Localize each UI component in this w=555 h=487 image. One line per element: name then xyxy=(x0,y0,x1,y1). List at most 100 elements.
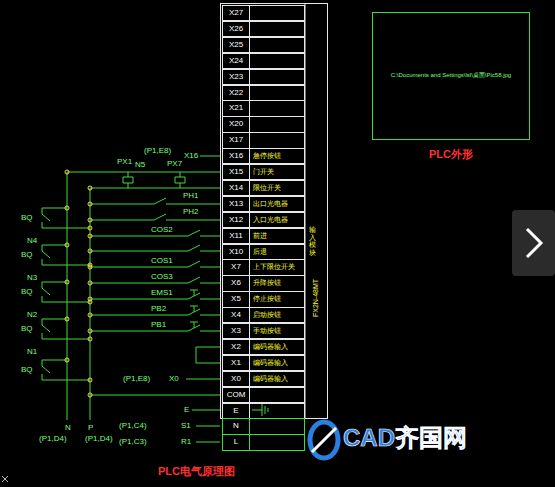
component-label: N1 xyxy=(26,347,38,357)
wire xyxy=(90,188,220,189)
terminal-name: X1 xyxy=(223,356,250,370)
module-name: 输入模块 xyxy=(309,226,316,257)
component-label: X0 xyxy=(168,374,180,384)
caption: PLC电气原理图 xyxy=(158,464,235,479)
component-label: PB2 xyxy=(150,304,167,314)
component-label: COS3 xyxy=(150,272,174,282)
terminal-name: L xyxy=(223,435,250,449)
component-label: PB1 xyxy=(150,320,167,330)
junction-dot xyxy=(88,281,92,285)
signal-name: 编码器输入 xyxy=(250,356,304,370)
terminal-name: X21 xyxy=(223,101,250,115)
signal-name: 升降按钮 xyxy=(250,276,304,290)
component-label: (P1,E8) xyxy=(143,146,172,156)
signal-name: 前进 xyxy=(250,229,304,243)
terminal-name: X3 xyxy=(223,324,250,338)
component-label: E xyxy=(183,405,190,415)
terminal-name: X13 xyxy=(223,197,250,211)
signal-name: 后退 xyxy=(250,245,304,259)
component-label: R1 xyxy=(180,437,192,447)
terminal-cell: X6升降按钮 xyxy=(222,275,305,291)
wire xyxy=(42,360,90,380)
component-label: S1 xyxy=(180,421,192,431)
wire xyxy=(42,282,90,302)
terminal-cell: N xyxy=(222,418,305,434)
terminal-cell: X2编码器输入 xyxy=(222,339,305,355)
terminal-cell: X13出口光电器 xyxy=(222,196,305,212)
terminal-name: X10 xyxy=(223,245,250,259)
signal-name: 手动按钮 xyxy=(250,324,304,338)
cursor-mark xyxy=(2,476,8,482)
wire xyxy=(200,156,220,157)
component-label: BQ xyxy=(20,213,34,223)
component-label: BQ xyxy=(20,250,34,260)
signal-name: 门开关 xyxy=(250,165,304,179)
junction-dot xyxy=(65,243,69,247)
junction-dot xyxy=(88,226,92,230)
junction-dot xyxy=(88,218,92,222)
terminal-cell: L xyxy=(222,434,305,450)
terminal-cell: X20 xyxy=(222,116,305,132)
signal-name: 入口光电器 xyxy=(250,213,304,227)
terminal-cell: X22 xyxy=(222,85,305,101)
terminal-cell: X16急停按钮 xyxy=(222,148,305,164)
component-label: BQ xyxy=(20,324,34,334)
terminal-cell: X12入口光电器 xyxy=(222,212,305,228)
terminal-cell: E xyxy=(222,403,305,419)
junction-dot xyxy=(65,170,69,174)
wire xyxy=(175,172,185,188)
terminal-cell: X3手动按钮 xyxy=(222,323,305,339)
terminal-name: X26 xyxy=(223,22,250,36)
frame-heading: PLC外形 xyxy=(373,147,529,162)
signal-name: 上下限位开关 xyxy=(250,260,304,274)
terminal-name: X27 xyxy=(223,6,250,20)
model-number: FX2N-48MT xyxy=(312,279,319,317)
wire xyxy=(42,319,90,339)
wire xyxy=(67,172,220,173)
junction-dot xyxy=(88,263,92,267)
wire xyxy=(123,172,133,188)
wire xyxy=(90,198,220,204)
wire xyxy=(196,426,220,427)
terminal-name: X11 xyxy=(223,229,250,243)
next-button xyxy=(512,210,555,276)
chevron-icon xyxy=(527,229,541,257)
terminal-cell: X17 xyxy=(222,132,305,148)
component-label: COS1 xyxy=(150,256,174,266)
signal-name: 编码器输入 xyxy=(250,340,304,354)
wire xyxy=(90,214,220,220)
junction-dot xyxy=(65,280,69,284)
wire xyxy=(42,208,90,228)
wire xyxy=(67,172,68,420)
terminal-cell: X5停止按钮 xyxy=(222,291,305,307)
junction-dot xyxy=(88,249,92,253)
watermark-logo xyxy=(312,428,336,452)
component-label: PH2 xyxy=(182,207,200,217)
wire xyxy=(192,410,220,411)
junction-dot xyxy=(88,300,92,304)
component-label: BQ xyxy=(20,287,34,297)
junction-dot xyxy=(65,317,69,321)
wire xyxy=(196,442,220,443)
terminal-name: X12 xyxy=(223,213,250,227)
signal-name: 编码器输入 xyxy=(250,372,304,386)
terminal-cell: X14限位开关 xyxy=(222,180,305,196)
terminal-name: COM xyxy=(223,388,250,402)
component-label: (P1,D4) xyxy=(38,434,68,444)
terminal-name: X14 xyxy=(223,181,250,195)
terminal-cell: X25 xyxy=(222,37,305,53)
component-label: N3 xyxy=(26,273,38,283)
component-label: N xyxy=(64,423,72,433)
junction-dot xyxy=(88,202,92,206)
component-label: (P1,C3) xyxy=(118,437,148,447)
junction-dot xyxy=(88,234,92,238)
terminal-cell: X21 xyxy=(222,100,305,116)
component-label: BQ xyxy=(20,365,34,375)
component-label: COS2 xyxy=(150,225,174,235)
wire xyxy=(90,245,220,251)
signal-name: 停止按钮 xyxy=(250,292,304,306)
junction-dot xyxy=(88,378,92,382)
watermark-logo xyxy=(310,422,338,458)
terminal-name: N xyxy=(223,419,250,433)
